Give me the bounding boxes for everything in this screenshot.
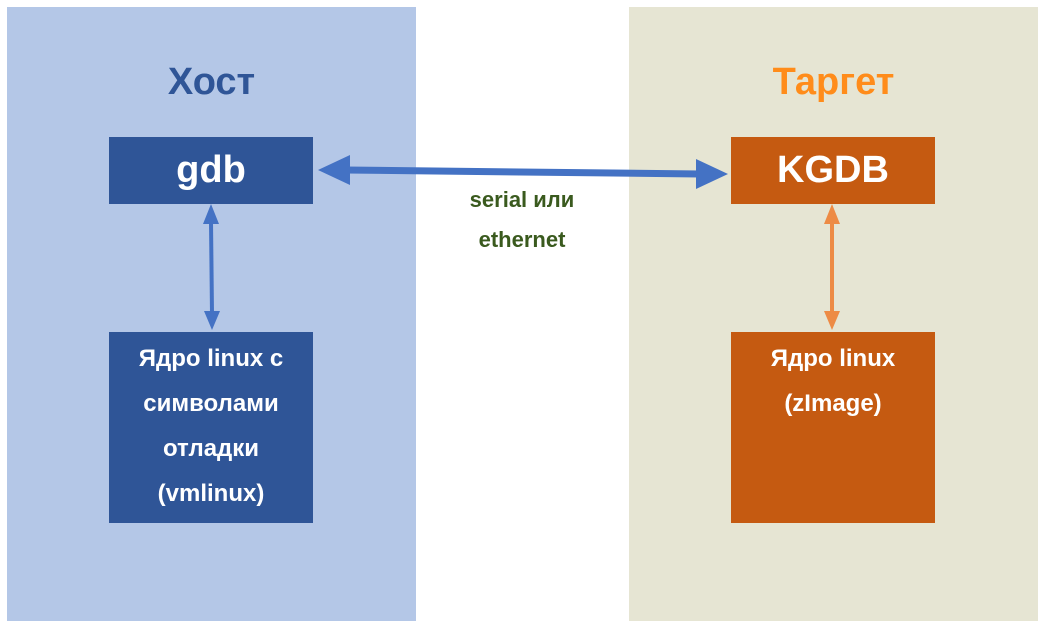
gdb-box: gdb: [109, 137, 313, 204]
target-title: Таргет: [772, 61, 895, 103]
link-label: serial или ethernet: [469, 187, 575, 252]
gdb-label: gdb: [176, 149, 246, 191]
host-panel: Хост: [7, 7, 416, 621]
host-kernel-box: Ядро linux с символами отладки (vmlinux): [109, 332, 313, 523]
target-kernel-box: Ядро linux (zImage): [731, 332, 935, 523]
target-kernel-label: Ядро linux (zImage): [770, 345, 896, 417]
kgdb-label: KGDB: [777, 149, 889, 191]
host-title: Хост: [167, 61, 256, 103]
kgdb-box: KGDB: [731, 137, 935, 204]
host-kernel-label: Ядро linux с символами отладки (vmlinux): [138, 345, 284, 507]
target-panel: Таргет: [629, 7, 1038, 621]
